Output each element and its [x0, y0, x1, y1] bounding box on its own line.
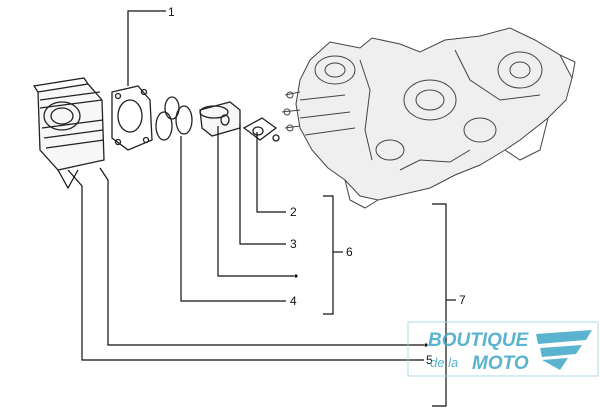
crankcase-illustration	[281, 27, 576, 209]
watermark-line2-prefix: de la	[430, 355, 458, 370]
watermark-line2-main: MOTO	[472, 353, 529, 374]
callout-1: 1	[168, 5, 175, 19]
piston-pin-illustration	[242, 117, 280, 142]
cylinder-gasket-illustration	[111, 85, 153, 151]
callout-4: 4	[290, 294, 297, 308]
callout-dot-unnumbered	[294, 274, 298, 278]
callout-dot-5a	[424, 343, 428, 347]
watermark-line1: BOUTIQUE	[428, 330, 530, 351]
callout-7: 7	[459, 293, 466, 307]
callout-6: 6	[346, 245, 353, 259]
piston-illustration	[199, 101, 241, 137]
callout-3: 3	[290, 237, 297, 251]
callout-5: 5	[426, 353, 433, 367]
boutique-moto-watermark: BOUTIQUE de la MOTO	[407, 321, 599, 377]
callout-2: 2	[290, 205, 297, 219]
watermark-frame	[407, 321, 599, 377]
watermark-wing-logo	[536, 330, 592, 370]
piston-rings-illustration	[155, 96, 193, 141]
cylinder-illustration	[32, 77, 105, 171]
leader-lines	[57, 10, 456, 407]
